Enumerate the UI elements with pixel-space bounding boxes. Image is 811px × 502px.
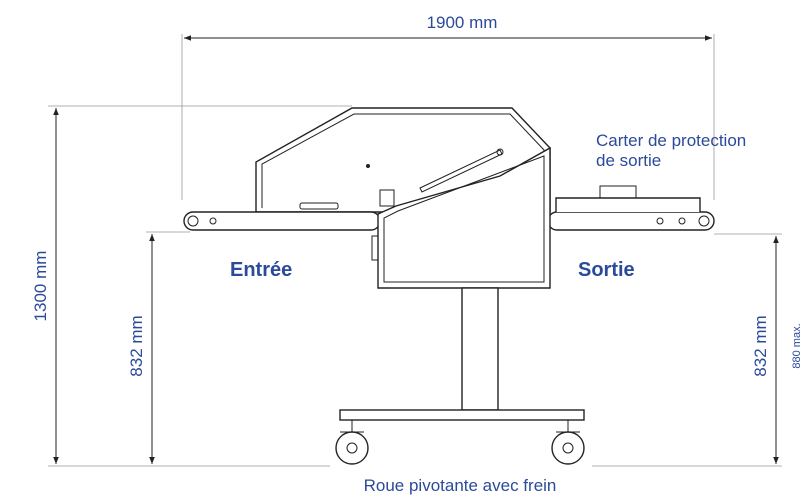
- right-caster-fork: [556, 420, 580, 433]
- infeed-conveyor: [183, 211, 381, 231]
- exit-label: Sortie: [578, 259, 635, 281]
- left-caster-hub: [346, 442, 358, 454]
- width-label: 1900 mm: [427, 13, 498, 32]
- gas-strut-pivot: [496, 148, 504, 156]
- outfeed-roller: [698, 215, 710, 227]
- infeed-roller: [187, 215, 199, 227]
- outfeed-height-label: 832 mm: [751, 315, 770, 376]
- right-caster-hub: [562, 442, 574, 454]
- hood-latch: [379, 189, 395, 207]
- base-frame: [339, 409, 585, 421]
- width-dimension: 1900 mm: [181, 13, 715, 200]
- right-caster-wheel: [551, 431, 585, 465]
- body-side-latch: [371, 235, 379, 261]
- outfeed-height-max-label: 880 max.: [791, 323, 803, 368]
- machine-drawing: [183, 107, 715, 465]
- infeed-roller-small: [209, 217, 217, 225]
- caster-callout: Roue pivotante avec frein: [364, 476, 557, 495]
- left-caster-wheel: [335, 431, 369, 465]
- outfeed-height-dimension: 832 mm 880 max.: [592, 233, 803, 467]
- outfeed-roller-small: [678, 217, 686, 225]
- guard-callout-line2: de sortie: [596, 151, 661, 170]
- entry-label: Entrée: [230, 259, 292, 281]
- infeed-height-dimension: 832 mm: [127, 231, 190, 464]
- hood-knob-dot: [366, 164, 370, 168]
- outfeed-roller-small-2: [656, 217, 664, 225]
- main-body-panel: [383, 155, 545, 283]
- total-height-dimension: 1300 mm: [31, 105, 352, 467]
- support-column: [461, 287, 499, 411]
- total-height-label: 1300 mm: [31, 251, 50, 322]
- main-body: [377, 146, 551, 289]
- infeed-height-label: 832 mm: [127, 315, 146, 376]
- hood-handle: [299, 202, 339, 210]
- guard-callout-line1: Carter de protection: [596, 131, 746, 150]
- outfeed-conveyor: [547, 211, 715, 231]
- outfeed-guard-handle: [599, 185, 637, 198]
- outfeed-guard: [555, 197, 701, 212]
- left-caster-fork: [340, 420, 364, 433]
